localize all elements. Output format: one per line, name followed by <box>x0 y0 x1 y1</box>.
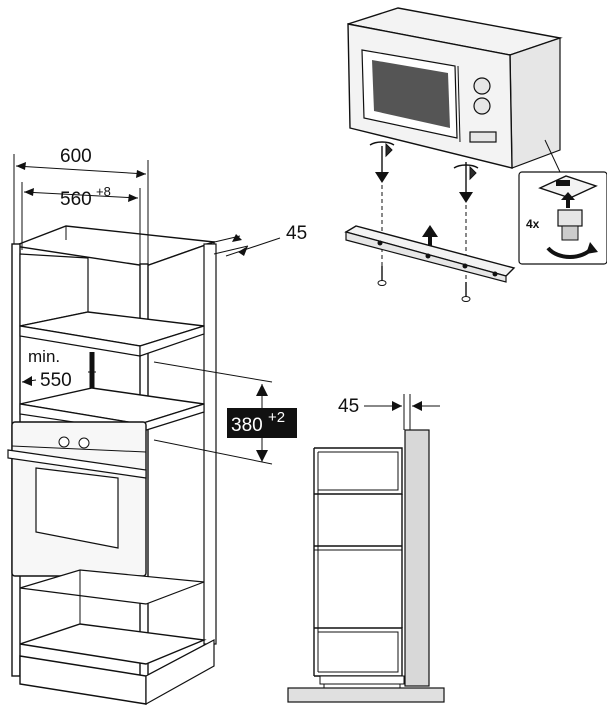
oven-handle <box>7 449 147 479</box>
min-label: min. <box>28 347 60 366</box>
quantity-label: 4x <box>526 217 540 231</box>
dimension-width-inner <box>21 182 141 264</box>
control-knob-lower <box>473 97 491 115</box>
down-arrow-icon <box>375 160 389 183</box>
down-arrow-icon <box>459 182 473 203</box>
dimension-min-depth <box>21 371 96 386</box>
mounting-rail <box>344 225 516 302</box>
screw-icon <box>377 266 387 286</box>
width-total-label: 600 <box>60 146 92 167</box>
cabinet-side-view <box>287 429 445 703</box>
up-arrow-icon <box>561 192 575 208</box>
depth-offset-top-label: 45 <box>286 223 307 244</box>
control-display <box>469 131 497 143</box>
detail-callout: 4x <box>518 139 607 265</box>
up-arrow-icon <box>422 225 438 246</box>
dimension-width-total <box>13 154 149 266</box>
oven-knob-left <box>58 436 70 448</box>
width-inner-label: 560 <box>60 189 92 210</box>
oven-knob-right <box>78 437 90 449</box>
width-inner-tolerance: +8 <box>96 184 111 199</box>
control-knob-upper <box>473 77 491 95</box>
oven-window <box>35 467 119 549</box>
screw-icon <box>461 282 471 302</box>
microwave-unit <box>347 7 563 288</box>
niche-height-badge <box>227 408 297 438</box>
screw-icon <box>369 141 395 160</box>
rotate-arrow-icon <box>546 242 598 259</box>
dimension-depth-offset-top <box>205 234 281 257</box>
niche-height-label: 380 <box>231 415 263 436</box>
niche-height-tolerance: +2 <box>268 409 285 426</box>
dimension-side-depth-offset <box>364 394 440 430</box>
tall-cabinet <box>7 225 217 706</box>
microwave-window <box>372 60 450 128</box>
side-depth-offset-label: 45 <box>338 396 359 417</box>
oven <box>7 421 147 577</box>
screw-icon <box>453 162 479 182</box>
min-depth-label: 550 <box>40 370 72 391</box>
